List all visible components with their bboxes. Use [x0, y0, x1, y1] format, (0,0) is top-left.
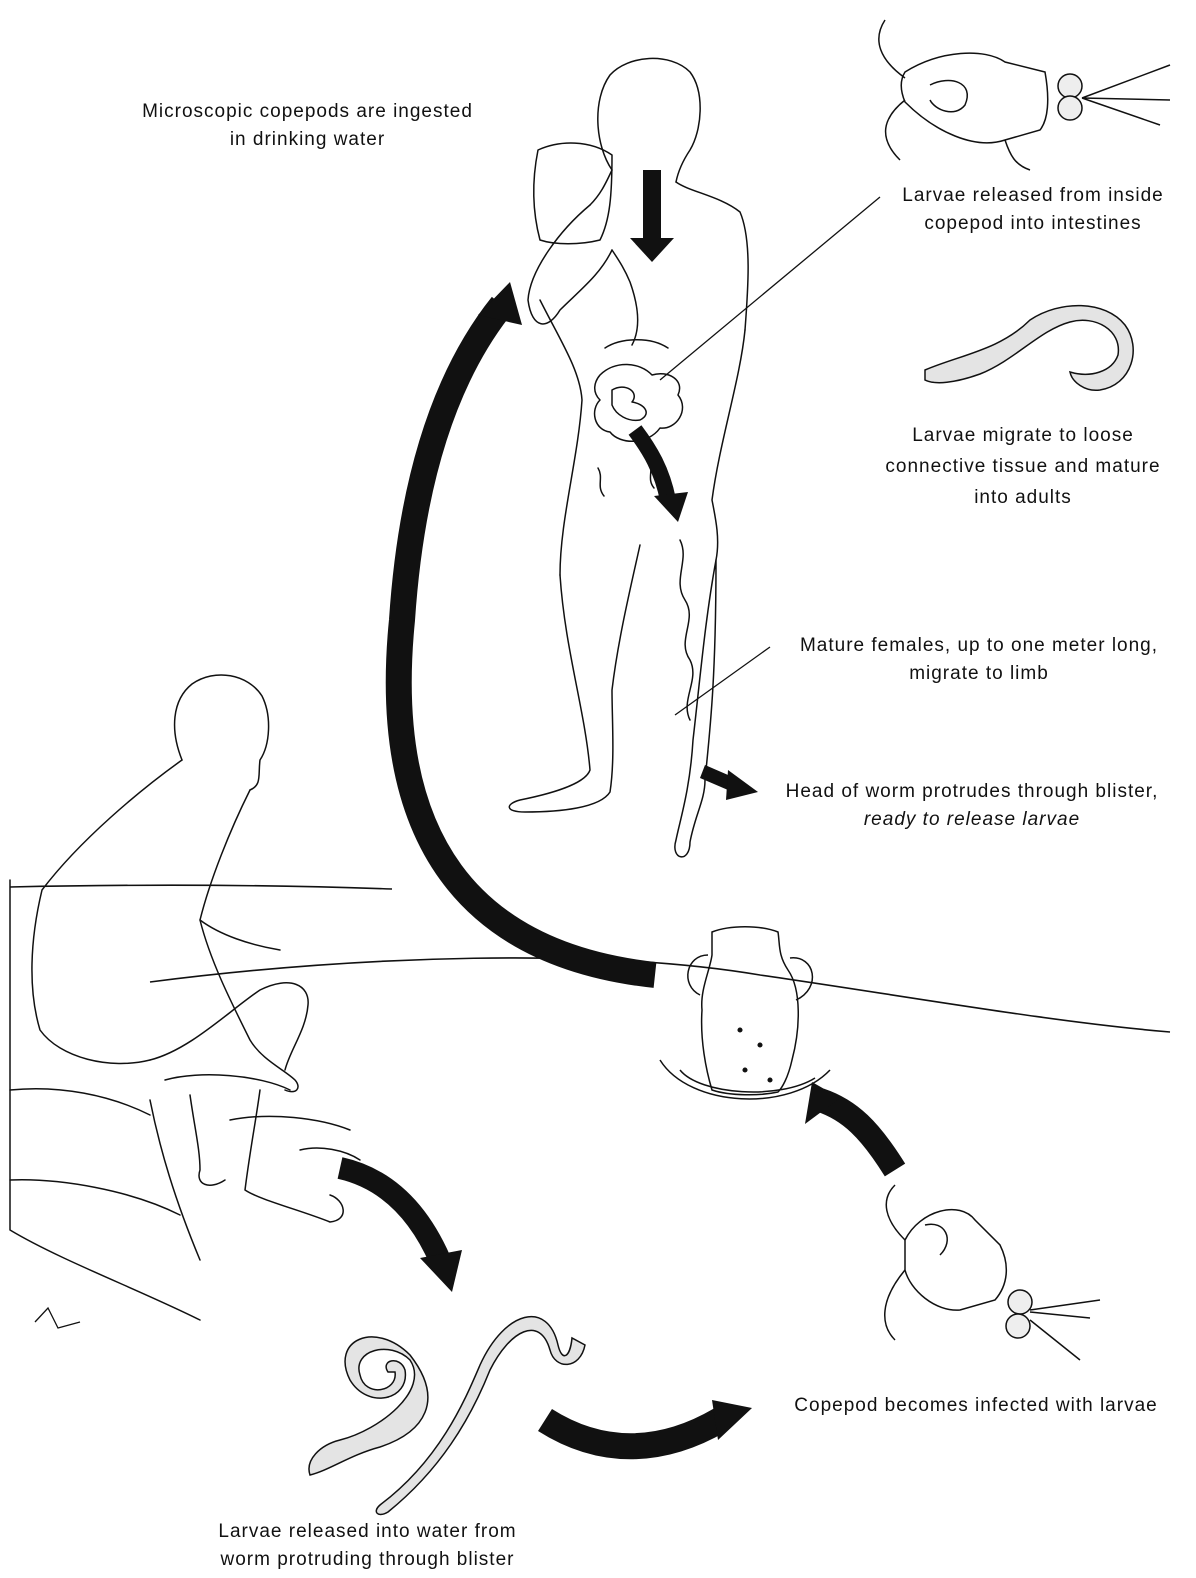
seated-human-figure: [10, 675, 360, 1320]
arrow-larvae-to-copepod: [545, 1400, 752, 1446]
copepod-bottom: [885, 1185, 1100, 1360]
label-females-limb: Mature females, up to one meter long, mi…: [770, 632, 1188, 688]
arrow-blister: [700, 765, 758, 800]
label-migrate-tissue-line1: Larvae migrate to loose: [858, 420, 1188, 451]
artist-signature: [35, 1308, 80, 1328]
standing-human-figure: [509, 58, 748, 856]
label-migrate-tissue-line2: connective tissue and mature: [858, 451, 1188, 482]
arrow-intestine-to-leg: [635, 430, 688, 522]
water-jar: [660, 927, 830, 1099]
arrow-jar-to-drink: [399, 282, 655, 975]
larva-worm: [925, 306, 1133, 391]
arrow-swallow: [630, 170, 674, 262]
label-head-worm-line2: ready to release larvae: [754, 806, 1190, 834]
label-ingest-line2: in drinking water: [105, 126, 510, 154]
label-released-intestines-line2: copepod into intestines: [878, 210, 1188, 238]
copepod-top: [879, 20, 1170, 170]
larvae-bottom: [309, 1317, 585, 1515]
label-females-limb-line2: migrate to limb: [770, 660, 1188, 688]
label-ingest: Microscopic copepods are ingested in dri…: [105, 98, 510, 154]
label-ingest-line1: Microscopic copepods are ingested: [105, 98, 510, 126]
arrow-feet-to-larvae: [340, 1168, 462, 1292]
label-head-worm: Head of worm protrudes through blister, …: [754, 778, 1190, 834]
label-migrate-tissue-line3: into adults: [858, 482, 1188, 513]
label-females-limb-line1: Mature females, up to one meter long,: [770, 632, 1188, 660]
arrow-copepod-to-jar: [805, 1082, 895, 1170]
label-released-intestines-line1: Larvae released from inside: [878, 182, 1188, 210]
label-larvae-water-line2: worm protruding through blister: [185, 1546, 550, 1574]
label-head-worm-line1: Head of worm protrudes through blister,: [754, 778, 1190, 806]
label-copepod-infected: Copepod becomes infected with larvae: [764, 1392, 1188, 1420]
label-copepod-infected-line1: Copepod becomes infected with larvae: [764, 1392, 1188, 1420]
label-migrate-tissue: Larvae migrate to loose connective tissu…: [858, 420, 1188, 513]
label-larvae-water: Larvae released into water from worm pro…: [185, 1518, 550, 1574]
label-larvae-water-line1: Larvae released into water from: [185, 1518, 550, 1546]
label-released-intestines: Larvae released from inside copepod into…: [878, 182, 1188, 238]
